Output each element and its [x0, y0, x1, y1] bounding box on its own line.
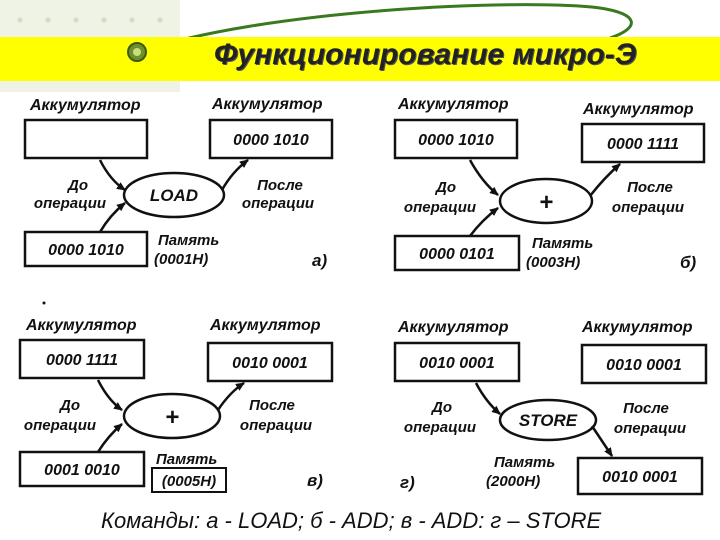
panel-letter: а)	[312, 251, 327, 270]
memory-value: 0010 0001	[602, 469, 678, 486]
memory-address: (0001H)	[154, 251, 208, 268]
stray-dot	[42, 301, 46, 305]
arrow-mem-in	[469, 207, 499, 237]
after-op-label-1: После	[623, 400, 669, 417]
before-op-label-2: операции	[404, 199, 476, 216]
acc-before-label: Аккумулятор	[397, 96, 509, 113]
before-op-label-1: До	[434, 179, 456, 196]
arrow-acc-in	[98, 159, 126, 192]
panel-b: Аккумулятор 0000 1010 Аккумулятор 0000 1…	[393, 96, 706, 272]
memory-value: 0000 0101	[419, 246, 495, 263]
acc-after-box	[580, 122, 706, 164]
acc-after-label: Аккумулятор	[582, 101, 694, 118]
title-bar	[0, 37, 720, 81]
before-op-label-2: операции	[24, 417, 96, 434]
acc-before-value: 0000 1010	[418, 132, 494, 149]
memory-address-box	[151, 467, 227, 493]
after-op-label-2: операции	[240, 417, 312, 434]
acc-after-value: 0000 1010	[233, 132, 309, 149]
arrow-acc-in	[474, 382, 501, 415]
arrow-out-memory	[590, 425, 614, 457]
memory-label: Память	[494, 454, 555, 471]
before-op-label-1: До	[430, 399, 452, 416]
memory-box	[393, 234, 521, 272]
operation-ellipse	[498, 177, 594, 225]
arrow-mem-in	[96, 423, 123, 453]
acc-after-box	[208, 118, 334, 160]
before-op-label-2: операции	[34, 195, 106, 212]
memory-address: (0003H)	[526, 254, 580, 271]
operation-ellipse	[122, 171, 226, 219]
acc-before-label: Аккумулятор	[25, 317, 137, 334]
panel-letter: б)	[680, 253, 697, 272]
operation-label: LOAD	[150, 186, 198, 205]
after-op-label-1: После	[249, 397, 295, 414]
after-op-label-2: операции	[612, 199, 684, 216]
operation-label: +	[165, 404, 179, 431]
memory-box	[576, 456, 704, 496]
memory-value: 0001 0010	[44, 462, 120, 479]
acc-after-box	[580, 343, 708, 385]
acc-after-label: Аккумулятор	[581, 319, 693, 336]
decorative-green-line	[139, 3, 633, 54]
acc-after-value: 0000 1111	[607, 136, 679, 153]
memory-label: Память	[158, 232, 219, 249]
panel-d: Аккумулятор 0010 0001 Аккумулятор 0010 0…	[393, 319, 708, 496]
acc-before-value: 0000 1111	[46, 352, 118, 369]
after-op-label-2: операции	[242, 195, 314, 212]
acc-after-box	[206, 341, 334, 383]
memory-address: (2000H)	[486, 473, 540, 490]
arrow-acc-in	[468, 159, 499, 196]
acc-before-box	[18, 338, 146, 380]
panel-a: Аккумулятор Аккумулятор 0000 1010 LOAD Д…	[23, 96, 334, 270]
arrow-out	[220, 159, 249, 191]
operation-ellipse	[498, 398, 598, 442]
before-op-label-1: До	[66, 177, 88, 194]
acc-before-label: Аккумулятор	[397, 319, 509, 336]
panel-c: Аккумулятор 0000 1111 Аккумулятор 0010 0…	[18, 317, 334, 493]
memory-label: Память	[532, 235, 593, 252]
acc-after-label: Аккумулятор	[211, 96, 323, 113]
operation-label: +	[539, 189, 553, 216]
arrow-out	[589, 163, 621, 197]
operation-ellipse	[122, 392, 222, 440]
acc-before-label: Аккумулятор	[29, 97, 141, 114]
memory-label: Память	[156, 451, 217, 468]
arrow-acc-in	[96, 379, 123, 412]
panel-letter: в)	[307, 471, 323, 490]
memory-address: (0005H)	[162, 473, 216, 490]
acc-after-value: 0010 0001	[232, 355, 308, 372]
memory-box	[18, 450, 146, 488]
acc-after-label: Аккумулятор	[209, 317, 321, 334]
after-op-label-1: После	[627, 179, 673, 196]
before-op-label-1: До	[58, 397, 80, 414]
arrow-mem-in	[98, 202, 126, 233]
caption: Команды: а - LOAD; б - ADD; в - ADD: г –…	[101, 508, 602, 533]
before-op-label-2: операции	[404, 419, 476, 436]
bullet-icon	[127, 42, 147, 62]
slide-title: Функционирование микро-Э	[214, 38, 637, 71]
acc-before-box	[393, 118, 519, 160]
memory-box	[23, 230, 149, 268]
arrow-out	[216, 381, 245, 411]
after-op-label-2: операции	[614, 420, 686, 437]
acc-before-box	[23, 118, 149, 160]
acc-after-value: 0010 0001	[606, 357, 682, 374]
after-op-label-1: После	[257, 177, 303, 194]
acc-before-value: 0010 0001	[419, 355, 495, 372]
panel-letter: г)	[400, 473, 415, 492]
memory-value: 0000 1010	[48, 242, 124, 259]
operation-label: STORE	[519, 411, 578, 430]
acc-before-box	[393, 341, 521, 383]
